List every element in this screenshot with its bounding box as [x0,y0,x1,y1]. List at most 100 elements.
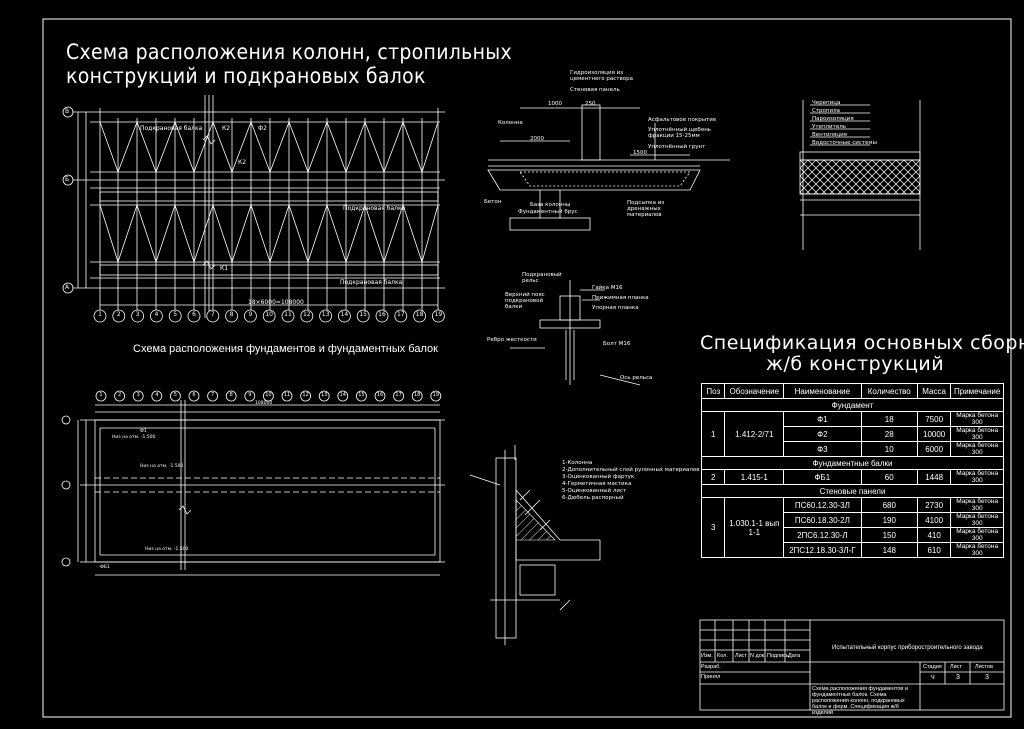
axis-bubble [300,309,314,323]
fnd-total: 108000 [255,401,273,406]
axis-number-label: 11 [284,311,292,318]
axis-number-label: 8 [229,391,233,398]
table-row: 2ПС12.18.30-3Л-Г 148 610 Марка бетона 30… [702,542,1004,558]
axis-number-label: 17 [395,391,402,398]
fnd-level1: Низ на отм. -1.500 [112,435,156,440]
spec-cell: 28 [860,426,918,442]
spec-cell: 4100 [916,512,952,528]
axis-bubble [244,390,256,402]
axis-bubble [112,309,126,323]
tb-listov: 3 [985,674,989,681]
plan-label-crane-beam-bot: Подкрановая балка [340,279,403,286]
axis-number-label: 14 [340,311,349,318]
axis-bubble [413,309,427,323]
spec-pos3: 3 [700,497,726,558]
plan-label-crane-beam-top: Подкрановая балка [140,125,203,132]
axis-bubble [262,309,276,323]
axis-number-label: 17 [396,311,405,318]
spec-h-note: Примечание [950,383,1004,399]
axis-bubble [206,309,220,323]
spec-pos3-code: 1.030.1-1 вып 1-1 [724,497,785,558]
d1-drain: Подсыпка из дренажных материалов [627,200,665,218]
fnd-level3: Низ на отм. -1.500 [145,547,189,552]
legend-item: 1-Колонна [562,460,593,466]
spec-cell: 10000 [916,426,952,442]
d2-lower-plate: Упорная планка [592,305,639,311]
axis-number-label: 8 [229,311,234,318]
spec-cell: Марка бетона 300 [950,542,1004,558]
plan-axis-number-bubbles [93,309,445,323]
spec-cell: 18 [860,411,918,427]
axis-number-label: 12 [302,391,309,398]
plan-axis-b: Б [65,176,70,183]
d2-axis: Ось рельса [620,375,653,381]
axis-number-label: 15 [359,311,367,318]
spec-cell: 148 [860,542,918,558]
tb-col-data: Дата [788,653,801,659]
tb-list-label: Лист [950,664,962,670]
axis-number-label: 7 [210,311,215,318]
d1-dim1000: 1000 [548,101,562,107]
d1-hydro: Гидроизоляция из цементного раствора [570,70,633,82]
axis-bubble [132,390,144,402]
axis-bubble [187,309,201,323]
axis-number-label: 10 [265,311,273,318]
tb-col-podp: Подпись [767,653,789,659]
detail-wall-junction [469,445,601,645]
axis-number-label: 1 [99,391,103,398]
table-row: 2 1.415-1 ФБ1 60 1448 Марка бетона 300 [700,469,1004,485]
axis-number-label: 13 [321,311,330,318]
roof-layer-label: Вентиляция [812,132,847,138]
axis-bubble [411,390,423,402]
spec-cell: Марка бетона 300 [950,426,1004,442]
axis-bubble [430,390,442,402]
spec-cell: Ф3 [783,441,862,457]
foundation-plan [77,400,445,576]
column-plan [72,95,445,318]
spec-cell: 2730 [916,497,952,513]
axis-number-label: 7 [211,391,215,398]
fnd-label-fb1: ФБ1 [100,565,110,570]
axis-number-label: 4 [154,311,159,318]
axis-number-label: 18 [414,391,421,398]
axis-number-label: 1 [98,311,102,318]
axis-number-label: 19 [432,391,439,398]
foundation-axis-letters [61,415,71,567]
axis-number-label: 2 [118,391,122,398]
tb-stadiya-label: Стадия [923,664,942,670]
fnd-label-f1: Ф1 [140,429,147,434]
table-row: Ф2 28 10000 Марка бетона 300 [702,426,1004,442]
axis-number-label: 12 [302,311,311,318]
d1-base: База колонны [530,202,571,208]
spec-table: Поз Обозначение Наименование Количество … [700,383,1004,558]
spec-cell: Марка бетона 300 [950,497,1004,513]
axis-bubble [188,390,200,402]
axis-bubble [394,309,408,323]
axis-bubble [225,390,237,402]
tb-col-izm: Изм. [701,653,713,659]
axis-bubble [337,309,351,323]
plan-title-line1: Схема расположения колонн, стропильных [66,40,512,64]
d1-panel: Стеновая панель [570,87,620,93]
plan-label-k2a: К2 [222,125,231,132]
d1-gravel: Уплотнённый щебень фракции 15-25мм [648,127,712,139]
spec-h-name: Наименование [783,383,862,399]
plan-label-k2b: К2 [238,159,247,166]
axis-number-label: 13 [321,391,328,398]
spec-pos2: 2 [700,469,726,485]
detail-column-base [487,104,730,231]
spec-cell: Марка бетона 300 [950,441,1004,457]
axis-bubble [207,390,219,402]
axis-bubble [300,390,312,402]
d2-crane-beam: Подкрановый рельс [522,272,562,284]
table-row: 1 1.412-2/71 Ф1 18 7500 Марка бетона 300 [700,411,1004,457]
spec-cell: 7500 [916,411,952,427]
axis-number-label: 3 [135,311,140,318]
d1-dim1500: 1500 [633,150,647,156]
plan-title-line2: конструкций и подкрановых балок [66,64,426,88]
foundation-title: Схема расположения фундаментов и фундаме… [133,343,438,355]
spec-cell: Ф1 [783,411,862,427]
axis-number-label: 18 [415,311,424,318]
